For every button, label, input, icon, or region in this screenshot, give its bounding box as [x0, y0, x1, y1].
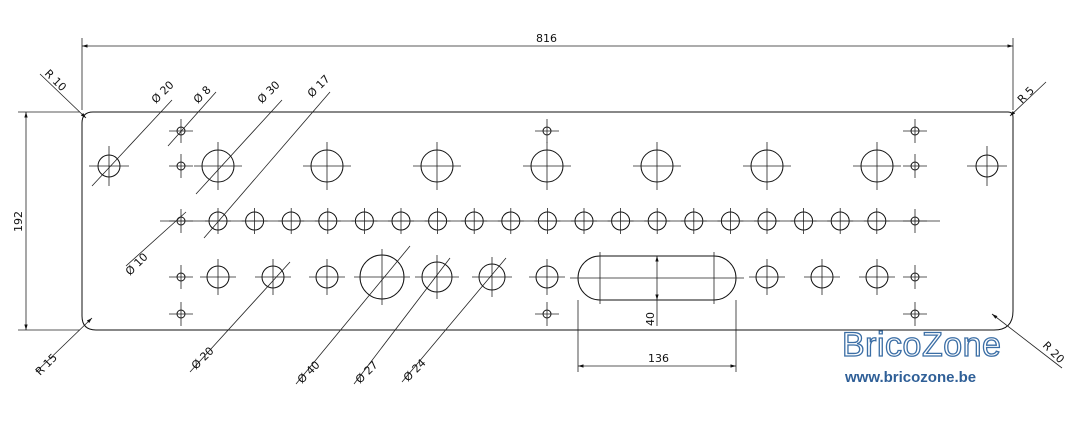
diameter-leaders: Ø 20 Ø 8 Ø 30 Ø 17 Ø 10 Ø 20 Ø 40 Ø 27 Ø… — [91, 72, 507, 386]
radius-bottom-right-label: R 20 — [1040, 339, 1067, 366]
dia-8-label: Ø 8 — [191, 83, 214, 106]
hole-large — [303, 142, 351, 190]
hole-row3 — [859, 259, 895, 295]
hole-row3 — [415, 255, 459, 299]
radius-top-left-label: R 10 — [42, 67, 69, 94]
hole-large — [89, 146, 129, 186]
dia-27-label: Ø 27 — [353, 358, 381, 386]
hole-large — [194, 142, 242, 190]
slot: 136 40 — [570, 252, 744, 372]
hole-small — [169, 154, 193, 178]
holes-group — [89, 119, 1007, 326]
hole-row3 — [200, 259, 236, 295]
hole-row3 — [804, 259, 840, 295]
hole-small — [903, 302, 927, 326]
hole-row3 — [255, 259, 291, 295]
hole-row3 — [354, 249, 410, 305]
radius-top-right-label: R 5 — [1015, 84, 1037, 106]
watermark-brand: BricoZone — [841, 325, 1002, 364]
hole-small — [169, 302, 193, 326]
radius-bottom-left-label: R 15 — [33, 351, 60, 378]
hole-large — [523, 142, 571, 190]
dimension-height: 192 — [12, 111, 80, 331]
dimension-overall-width: 816 — [81, 32, 1014, 110]
dia-24-label: Ø 24 — [401, 356, 429, 384]
hole-small — [535, 302, 559, 326]
slot-height-label: 40 — [644, 312, 657, 326]
hole-small — [169, 265, 193, 289]
hole-large — [853, 142, 901, 190]
hole-row3 — [749, 259, 785, 295]
hole-row3 — [472, 257, 512, 297]
hole-row3 — [309, 259, 345, 295]
dim-overall-width-label: 816 — [536, 32, 557, 45]
hole-small — [535, 119, 559, 143]
dia-10-label: Ø 10 — [123, 250, 151, 278]
hole-small — [903, 265, 927, 289]
slot-width-label: 136 — [648, 352, 669, 365]
dim-height-label: 192 — [12, 211, 25, 232]
dia-40-label: Ø 40 — [295, 358, 323, 386]
dia-17-label: Ø 17 — [305, 72, 333, 100]
dia-20-top-label: Ø 20 — [149, 78, 177, 106]
hole-large — [967, 146, 1007, 186]
watermark-url: www.bricozone.be — [845, 369, 977, 386]
hole-small — [903, 119, 927, 143]
hole-small — [903, 154, 927, 178]
hole-large — [413, 142, 461, 190]
dia-20-bottom-label: Ø 20 — [189, 344, 217, 372]
dia-30-label: Ø 30 — [255, 78, 283, 106]
hole-large — [743, 142, 791, 190]
hole-large — [633, 142, 681, 190]
hole-row3 — [529, 259, 565, 295]
